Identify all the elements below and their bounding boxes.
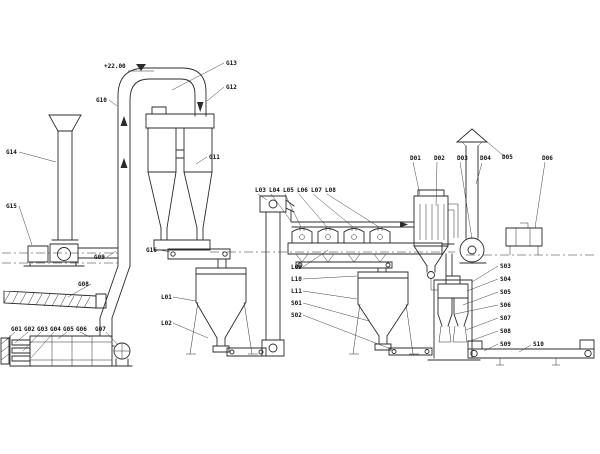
label-s10: S10: [533, 341, 544, 348]
label-g03: G03: [37, 326, 48, 333]
label-g02: G02: [24, 326, 35, 333]
label-s08: S08: [500, 328, 511, 335]
label-g09: G09: [94, 254, 105, 261]
label-s07: S07: [500, 315, 511, 322]
fuel-hopper: [0, 337, 10, 365]
product-hopper-2: [349, 271, 419, 355]
label-l04: L04: [269, 187, 280, 194]
label-l09: L09: [291, 264, 302, 271]
label-s01: S01: [291, 300, 302, 307]
label-l08: L08: [325, 187, 336, 194]
raw-feed-conveyor: [3, 290, 107, 309]
label-g10: G10: [96, 97, 107, 104]
label-l03: L03: [255, 187, 266, 194]
label-g06: G06: [76, 326, 87, 333]
label-l10: L10: [291, 276, 302, 283]
label-g01: G01: [11, 326, 22, 333]
equipment-labels: G13 G12 G10 G11 G14 G15 G09 G08 G16 G01 …: [6, 60, 553, 348]
label-l11: L11: [291, 288, 302, 295]
label-g13: G13: [226, 60, 237, 67]
label-d03: D03: [457, 155, 468, 162]
label-l02: L02: [161, 320, 172, 327]
exhaust-stack-capped: [455, 128, 489, 239]
label-g04: G04: [50, 326, 61, 333]
bag-filter: [413, 189, 449, 291]
auxiliary-blower-box: [505, 222, 543, 255]
label-l06: L06: [297, 187, 308, 194]
bagging-conveyor: [467, 339, 595, 366]
overhead-manifold: [291, 221, 415, 231]
hopper1-discharge-screw: [226, 347, 267, 357]
label-s06: S06: [500, 302, 511, 309]
label-g14: G14: [6, 149, 17, 156]
label-g07: G07: [95, 326, 106, 333]
label-g05: G05: [63, 326, 74, 333]
riser-duct: [117, 67, 207, 267]
label-s03: S03: [500, 263, 511, 270]
feeder-wheel: [111, 342, 133, 367]
elevation-marker: +22.00: [104, 63, 154, 72]
combustion-air-blower: [23, 243, 119, 267]
label-d06: D06: [542, 155, 553, 162]
cyclone-separators: [145, 106, 215, 251]
cyclone-discharge-screw: [167, 248, 231, 269]
label-g12: G12: [226, 84, 237, 91]
label-d05: D05: [502, 154, 513, 161]
label-d02: D02: [434, 155, 445, 162]
datum-centerlines: [2, 251, 596, 264]
elevation-label: +22.00: [104, 63, 126, 70]
leader-lines: [5, 62, 546, 359]
cooling-classifier-units: [287, 228, 455, 277]
label-d04: D04: [480, 155, 491, 162]
label-l01: L01: [161, 294, 172, 301]
collecting-screw: [295, 261, 393, 273]
grate-feeder: [9, 335, 31, 367]
exhaust-stack-left: [48, 114, 82, 245]
label-g08: G08: [78, 281, 89, 288]
product-hopper-1: [186, 267, 258, 355]
label-g11: G11: [209, 154, 220, 161]
label-g16: G16: [146, 247, 157, 254]
label-l07: L07: [311, 187, 322, 194]
packing-station: [427, 275, 481, 361]
bucket-elevator: [259, 195, 295, 357]
label-l05: L05: [283, 187, 294, 194]
label-s04: S04: [500, 276, 511, 283]
exhaust-fan: [448, 203, 487, 264]
label-d01: D01: [410, 155, 421, 162]
label-s09: S09: [500, 341, 511, 348]
label-s05: S05: [500, 289, 511, 296]
hopper2-discharge-screw: [388, 347, 433, 356]
label-g15: G15: [6, 203, 17, 210]
label-s02: S02: [291, 312, 302, 319]
